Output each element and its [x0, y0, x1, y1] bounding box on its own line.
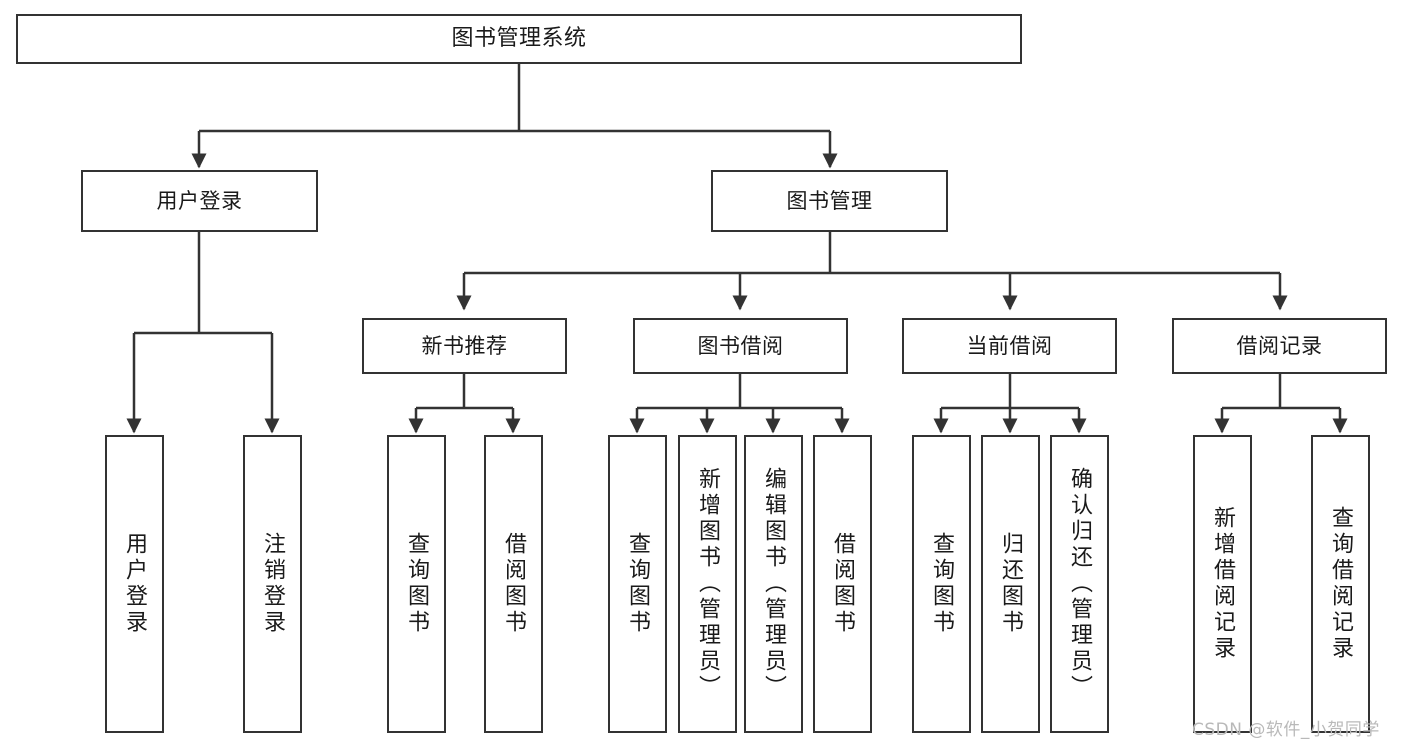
node-leaf-user-login[interactable]: 用户登录 [105, 435, 164, 733]
node-leaf-query-book-1[interactable]: 查询图书 [387, 435, 446, 733]
node-leaf-add-book-label: 新增图书（管理员） [695, 467, 721, 701]
node-leaf-user-login-label: 用户登录 [122, 532, 148, 636]
node-user-login[interactable]: 用户登录 [81, 170, 318, 232]
node-root-label: 图书管理系统 [451, 26, 587, 52]
node-root[interactable]: 图书管理系统 [16, 14, 1022, 64]
node-new-book-recommend[interactable]: 新书推荐 [362, 318, 567, 374]
node-borrow-record[interactable]: 借阅记录 [1172, 318, 1387, 374]
node-leaf-borrow-book-2-label: 借阅图书 [830, 532, 856, 636]
node-book-management-label: 图书管理 [786, 188, 873, 213]
node-current-borrow[interactable]: 当前借阅 [902, 318, 1117, 374]
node-leaf-add-record[interactable]: 新增借阅记录 [1193, 435, 1252, 733]
node-leaf-query-book-2-label: 查询图书 [625, 532, 651, 636]
node-leaf-edit-book[interactable]: 编辑图书（管理员） [744, 435, 803, 733]
node-leaf-return-book[interactable]: 归还图书 [981, 435, 1040, 733]
node-leaf-query-book-2[interactable]: 查询图书 [608, 435, 667, 733]
node-leaf-borrow-book-1[interactable]: 借阅图书 [484, 435, 543, 733]
node-book-borrow[interactable]: 图书借阅 [633, 318, 848, 374]
node-leaf-confirm-return-label: 确认归还（管理员） [1067, 467, 1093, 701]
node-leaf-confirm-return[interactable]: 确认归还（管理员） [1050, 435, 1109, 733]
node-current-borrow-label: 当前借阅 [966, 333, 1053, 358]
node-user-login-label: 用户登录 [156, 188, 243, 213]
node-leaf-query-book-1-label: 查询图书 [404, 532, 430, 636]
node-leaf-query-book-3-label: 查询图书 [929, 532, 955, 636]
node-leaf-query-record[interactable]: 查询借阅记录 [1311, 435, 1370, 733]
node-leaf-borrow-book-2[interactable]: 借阅图书 [813, 435, 872, 733]
node-leaf-borrow-book-1-label: 借阅图书 [501, 532, 527, 636]
node-book-management[interactable]: 图书管理 [711, 170, 948, 232]
node-leaf-add-record-label: 新增借阅记录 [1210, 506, 1236, 662]
node-book-borrow-label: 图书借阅 [697, 333, 784, 358]
node-leaf-query-record-label: 查询借阅记录 [1328, 506, 1354, 662]
csdn-watermark: CSDN @软件_小贺同学 [1192, 720, 1380, 740]
node-leaf-query-book-3[interactable]: 查询图书 [912, 435, 971, 733]
node-new-book-recommend-label: 新书推荐 [421, 333, 508, 358]
node-borrow-record-label: 借阅记录 [1236, 333, 1323, 358]
node-leaf-add-book[interactable]: 新增图书（管理员） [678, 435, 737, 733]
node-leaf-logout-login[interactable]: 注销登录 [243, 435, 302, 733]
node-leaf-edit-book-label: 编辑图书（管理员） [761, 467, 787, 701]
node-leaf-return-book-label: 归还图书 [998, 532, 1024, 636]
node-leaf-logout-login-label: 注销登录 [260, 532, 286, 636]
